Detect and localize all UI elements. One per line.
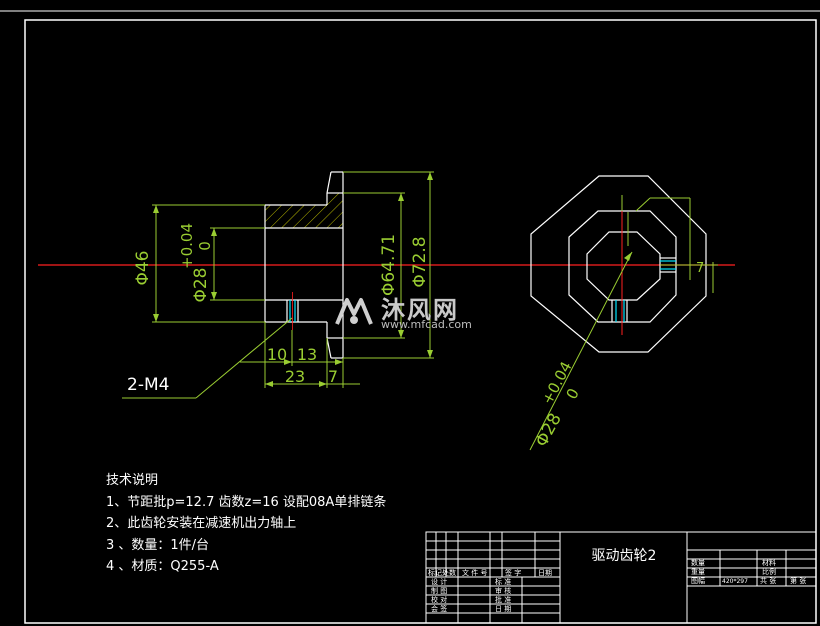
note-line-2: 2、此齿轮安装在减速机出力轴上 [106,516,297,531]
side-view: Φ46 Φ28 +0.04 0 Φ64.71 Φ72.8 10 13 23 7 … [122,171,434,399]
dimension-arrows [153,172,433,387]
drawing-frame [0,10,820,624]
watermark: 沐风网 www.mfcad.com [333,292,493,336]
radial-dim-text: Φ28 +0.04 0 [532,358,583,450]
note-line-3: 3 、数量：1件/台 [106,537,210,553]
rev-header-date: 日期 [538,569,552,577]
label-countersign: 会 签 [431,604,447,613]
right-labels: 数量 重量 图幅 420*297 材料 比例 共 张 第 张 [691,558,806,585]
radial-dim-lower: 0 [562,385,582,402]
thread-hole [286,292,299,330]
label-review: 审 核 [495,586,511,595]
rev-header-docno: 文 件 号 [462,568,487,577]
hatched-section [265,193,343,228]
label-page: 第 张 [790,576,806,585]
rev-headers: 标记处数 文 件 号 签 字 日期 [428,568,552,577]
notes-title: 技术说明 [106,473,159,488]
left-labels: 设 计 制 图 校 对 会 签 [431,577,447,613]
dim-d28-base: Φ28 [191,267,211,302]
note-line-1: 1、节距批p=12.7 齿数z=16 设配08A单排链条 [106,494,387,510]
label-weight: 重量 [691,568,705,576]
dim-len13: 13 [297,345,317,364]
thread-label: 2-M4 [127,375,169,395]
part-name: 驱动齿轮2 [592,548,657,564]
label-scale: 比例 [762,567,776,576]
inner-octagon [586,231,661,301]
dimension-lines [122,171,434,399]
front-view: 7 Φ28 +0.04 0 [529,175,718,450]
dim-d72: Φ72.8 [410,236,430,287]
mfcad-logo-icon [335,298,373,325]
label-date: 日 期 [495,605,511,613]
watermark-name: 沐风网 [381,296,459,324]
radial-dim-upper: +0.04 [538,358,575,407]
watermark-url: www.mfcad.com [381,318,472,331]
dim-d46: Φ46 [133,250,153,285]
rev-header-sign: 签 字 [505,568,521,577]
label-check: 校 对 [431,595,447,604]
middle-octagon [568,210,677,323]
label-sheet: 图幅 [691,576,705,585]
label-total: 共 张 [760,576,776,585]
label-sheet-size: 420*297 [722,578,748,585]
note-line-4: 4 、材质：Q255-A [106,559,219,574]
dim-len10: 10 [267,345,287,364]
dim-len23: 23 [285,367,305,386]
front-dim-label: 7 [696,261,704,276]
title-block [425,531,817,624]
mid-labels: 标 准 审 核 批 准 日 期 [495,577,511,613]
outer-octagon [530,175,707,353]
label-drawing: 制 图 [431,586,447,595]
rev-header-mark: 标记处数 [428,568,456,577]
label-material: 材料 [762,558,776,567]
dim-len7: 7 [328,367,338,386]
technical-notes: 技术说明 1、节距批p=12.7 齿数z=16 设配08A单排链条 2、此齿轮安… [106,470,386,578]
dimension-texts: Φ46 Φ28 +0.04 0 Φ64.71 Φ72.8 10 13 23 7 [133,223,430,386]
label-approve: 批 准 [495,595,511,604]
label-standard: 标 准 [495,577,511,586]
dim-d28-upper: +0.04 [178,223,196,269]
label-design: 设 计 [431,577,447,586]
dim-d28-lower: 0 [196,241,214,251]
radial-dim-base: Φ28 [532,410,566,450]
dim-d64: Φ64.71 [379,234,399,296]
label-qty: 数量 [691,558,705,567]
